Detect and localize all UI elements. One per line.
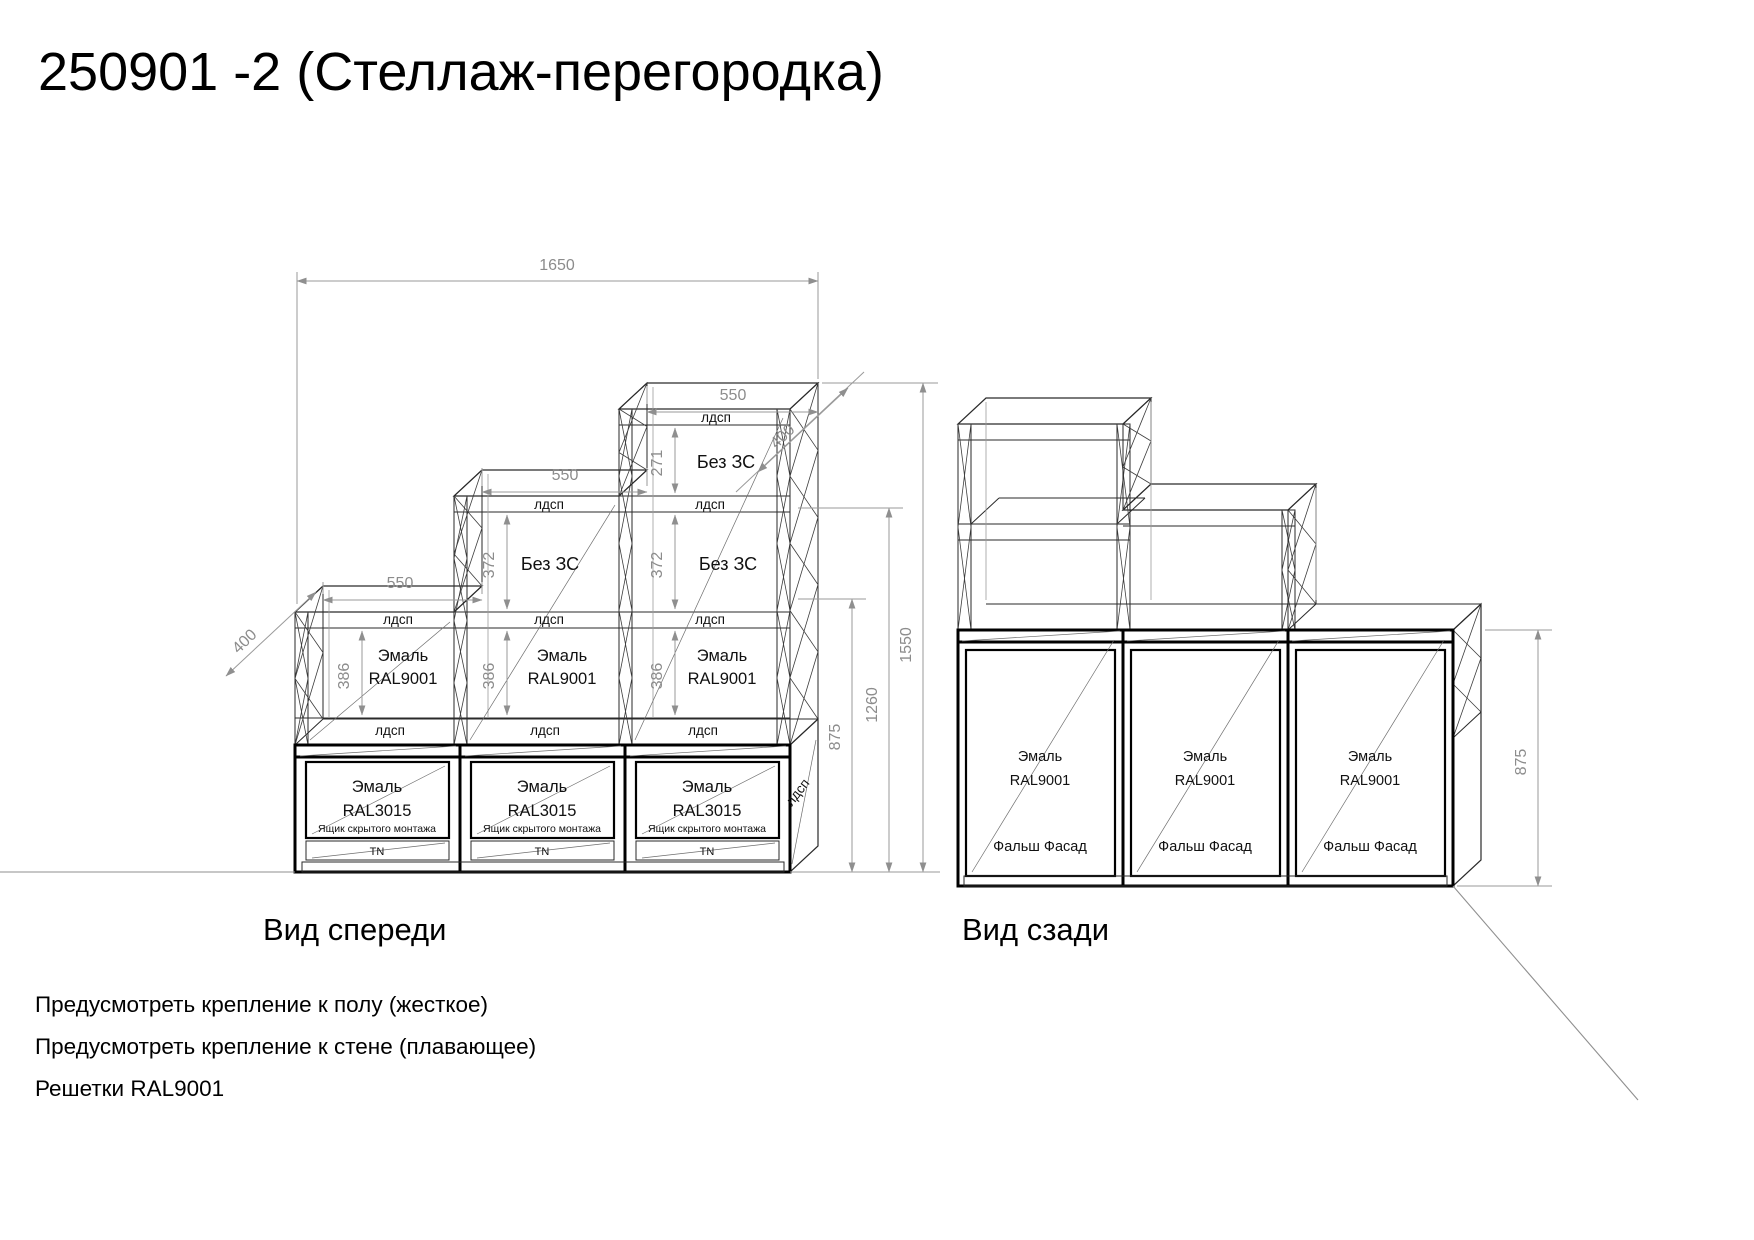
ldsp-label: лдсп: [375, 723, 405, 738]
cell-enamel-t2-line1: Эмаль: [537, 647, 587, 665]
panel3-false-front: Фальш Фасад: [1323, 839, 1417, 855]
ldsp-label: лдсп: [530, 723, 560, 738]
cell-enamel-t2-line2: RAL9001: [528, 670, 597, 688]
note-floor-mount: Предусмотреть крепление к полу (жесткое): [35, 992, 488, 1017]
front-break-lines: [299, 417, 817, 865]
panel2-ral: RAL9001: [1175, 773, 1235, 789]
front-dimensions: 1650 550 550 550 400 400 271: [225, 257, 940, 873]
drawer3-tn: TN: [700, 846, 715, 858]
cell-label-no-back-mid-left: Без ЗС: [521, 554, 579, 574]
cell-label-no-back-mid-right: Без ЗС: [699, 554, 757, 574]
cell-enamel-t3-line2: RAL9001: [688, 670, 757, 688]
dim-1550: 1550: [898, 627, 915, 663]
ldsp-label: лдсп: [534, 612, 564, 627]
page-title: 250901 -2 (Стеллаж-перегородка): [38, 42, 884, 102]
front-back-columns: [328, 387, 654, 718]
drawer2-enamel: Эмаль: [517, 778, 567, 796]
cell-label-no-back-top: Без ЗС: [697, 452, 755, 472]
dim-1650: 1650: [539, 257, 575, 274]
floor-lines: [0, 871, 1639, 1101]
dim-1260: 1260: [864, 687, 881, 723]
front-view-caption: Вид спереди: [263, 912, 446, 947]
rear-base: [956, 602, 1482, 888]
rear-top-faces: [956, 397, 1318, 511]
front-cell-labels: Без ЗС Без ЗС Без ЗС Эмаль RAL9001 Эмаль…: [369, 452, 758, 688]
drawer1-enamel: Эмаль: [352, 778, 402, 796]
dim-875-rear: 875: [1513, 749, 1530, 776]
rear-back-columns: [985, 402, 1317, 600]
ldsp-label: лдсп: [383, 612, 413, 627]
note-wall-mount: Предусмотреть крепление к стене (плавающ…: [35, 1034, 536, 1059]
rear-mid-tier: [1123, 509, 1295, 527]
cell-enamel-t1-line1: Эмаль: [378, 647, 428, 665]
ldsp-label: лдсп: [695, 497, 725, 512]
dim-386-t3: 386: [649, 663, 666, 690]
rear-dimensions: 875: [1457, 629, 1552, 887]
drawer3-enamel: Эмаль: [682, 778, 732, 796]
dim-875-front: 875: [827, 724, 844, 751]
front-tier1-shelves: [295, 611, 467, 719]
dim-372-t3: 372: [649, 552, 666, 579]
drawer1-tn: TN: [370, 846, 385, 858]
panel3-enamel: Эмаль: [1348, 749, 1392, 765]
drawer3-ral: RAL3015: [673, 802, 742, 820]
dim-550-t1: 550: [387, 575, 414, 592]
panel1-enamel: Эмаль: [1018, 749, 1062, 765]
drawer2-tn: TN: [535, 846, 550, 858]
drawer3-note: Ящик скрытого монтажа: [648, 823, 766, 835]
rear-panel-labels: Эмаль RAL9001 Фальш Фасад Эмаль RAL9001 …: [993, 749, 1417, 855]
rear-lattice-columns: [957, 423, 1296, 631]
ldsp-label: лдсп: [688, 723, 718, 738]
rear-side-lattices: [1122, 396, 1482, 740]
note-grids-color: Решетки RAL9001: [35, 1076, 224, 1101]
dim-400-left: 400: [229, 626, 260, 657]
panel1-false-front: Фальш Фасад: [993, 839, 1087, 855]
panel1-ral: RAL9001: [1010, 773, 1070, 789]
drawer1-note: Ящик скрытого монтажа: [318, 823, 436, 835]
rear-view-caption: Вид сзади: [962, 912, 1109, 947]
dim-550-t3: 550: [720, 387, 747, 404]
front-view-drawing: Без ЗС Без ЗС Без ЗС Эмаль RAL9001 Эмаль…: [225, 257, 940, 874]
ldsp-label: лдсп: [695, 612, 725, 627]
ldsp-label: лдсп: [534, 497, 564, 512]
rear-view-drawing: Эмаль RAL9001 Фальш Фасад Эмаль RAL9001 …: [956, 396, 1552, 888]
drawer1-ral: RAL3015: [343, 802, 412, 820]
drawer2-ral: RAL3015: [508, 802, 577, 820]
dim-386-t2: 386: [481, 663, 498, 690]
panel3-ral: RAL9001: [1340, 773, 1400, 789]
notes-block: Предусмотреть крепление к полу (жесткое)…: [35, 992, 536, 1101]
panel2-false-front: Фальш Фасад: [1158, 839, 1252, 855]
panel2-enamel: Эмаль: [1183, 749, 1227, 765]
dim-271: 271: [649, 450, 666, 477]
cell-enamel-t1-line2: RAL9001: [369, 670, 438, 688]
front-base-cabinet: [293, 717, 819, 874]
dim-386-t1: 386: [336, 663, 353, 690]
front-drawer-labels: Эмаль RAL3015 Ящик скрытого монтажа TN Э…: [318, 778, 766, 858]
dim-400-right: 400: [767, 421, 798, 452]
cell-enamel-t3-line1: Эмаль: [697, 647, 747, 665]
drawer2-note: Ящик скрытого монтажа: [483, 823, 601, 835]
dim-372-t2: 372: [481, 552, 498, 579]
dim-550-t2: 550: [552, 467, 579, 484]
rear-break-lines: [961, 630, 1451, 873]
